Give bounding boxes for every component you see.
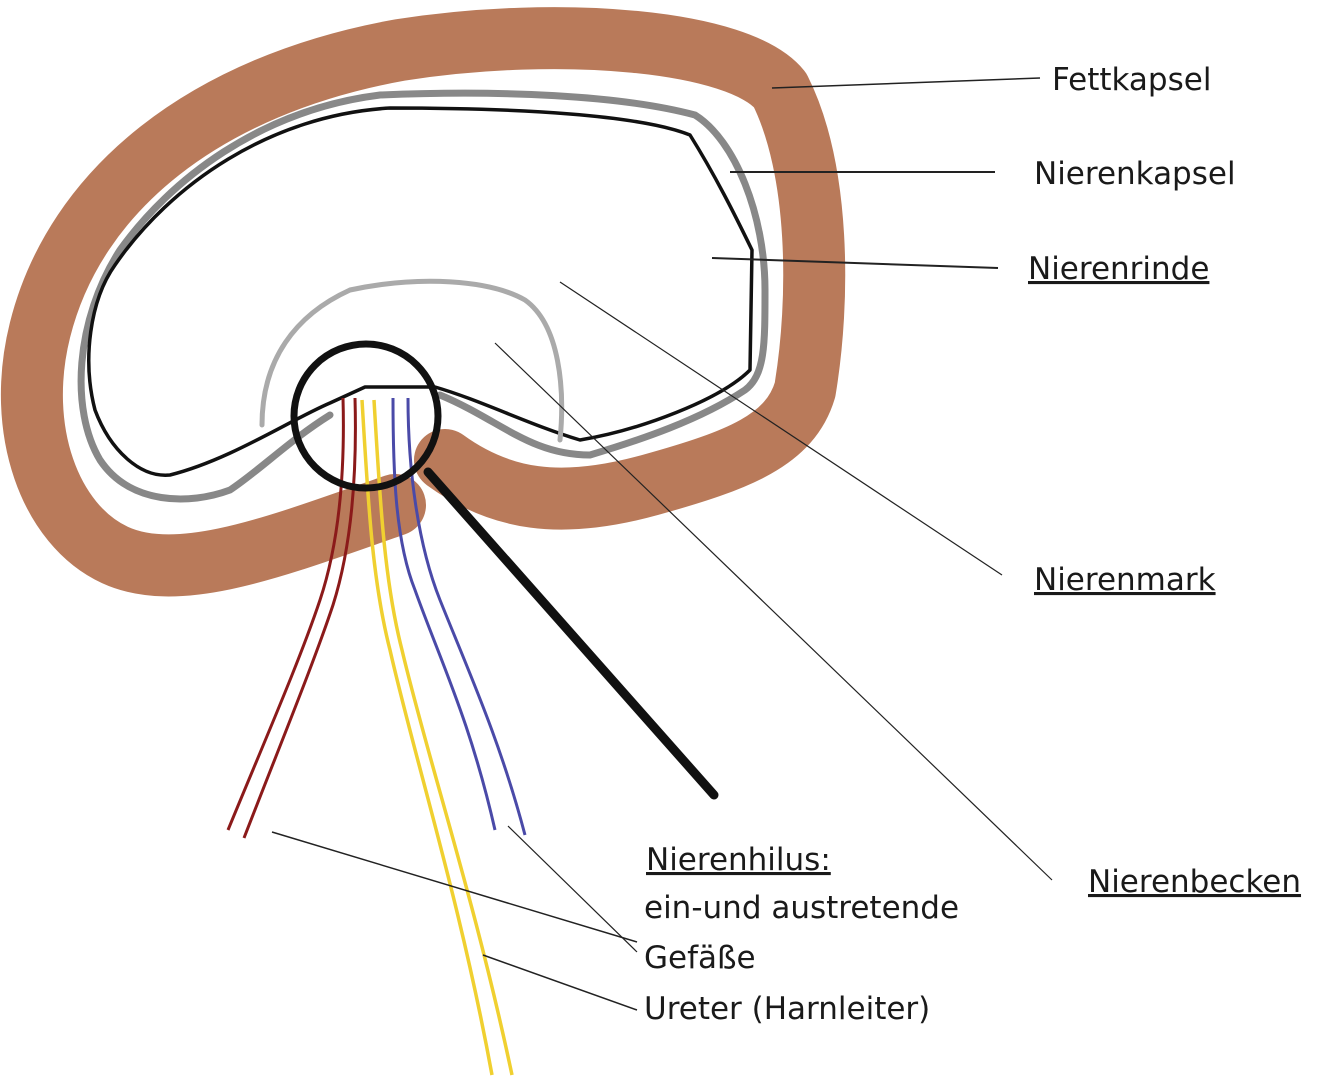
- leader-line-nierenrinde: [712, 258, 998, 268]
- label-gefaesse: Gefäße: [644, 940, 756, 976]
- leader-line-fettkapsel: [772, 78, 1040, 88]
- label-nierenhilus-title: Nierenhilus:: [646, 842, 831, 878]
- label-nierenhilus-desc: ein-und austretende: [644, 890, 959, 926]
- leader-line-ureter: [483, 955, 637, 1010]
- artery-vessel: [228, 398, 343, 830]
- leader-line-gefaesse-vein: [508, 826, 637, 952]
- label-nierenrinde: Nierenrinde: [1028, 251, 1209, 287]
- label-nierenkapsel: Nierenkapsel: [1034, 156, 1236, 192]
- label-nierenbecken: Nierenbecken: [1088, 864, 1301, 900]
- label-ureter: Ureter (Harnleiter): [644, 991, 930, 1027]
- label-nierenmark: Nierenmark: [1034, 562, 1216, 598]
- label-fettkapsel: Fettkapsel: [1052, 62, 1211, 98]
